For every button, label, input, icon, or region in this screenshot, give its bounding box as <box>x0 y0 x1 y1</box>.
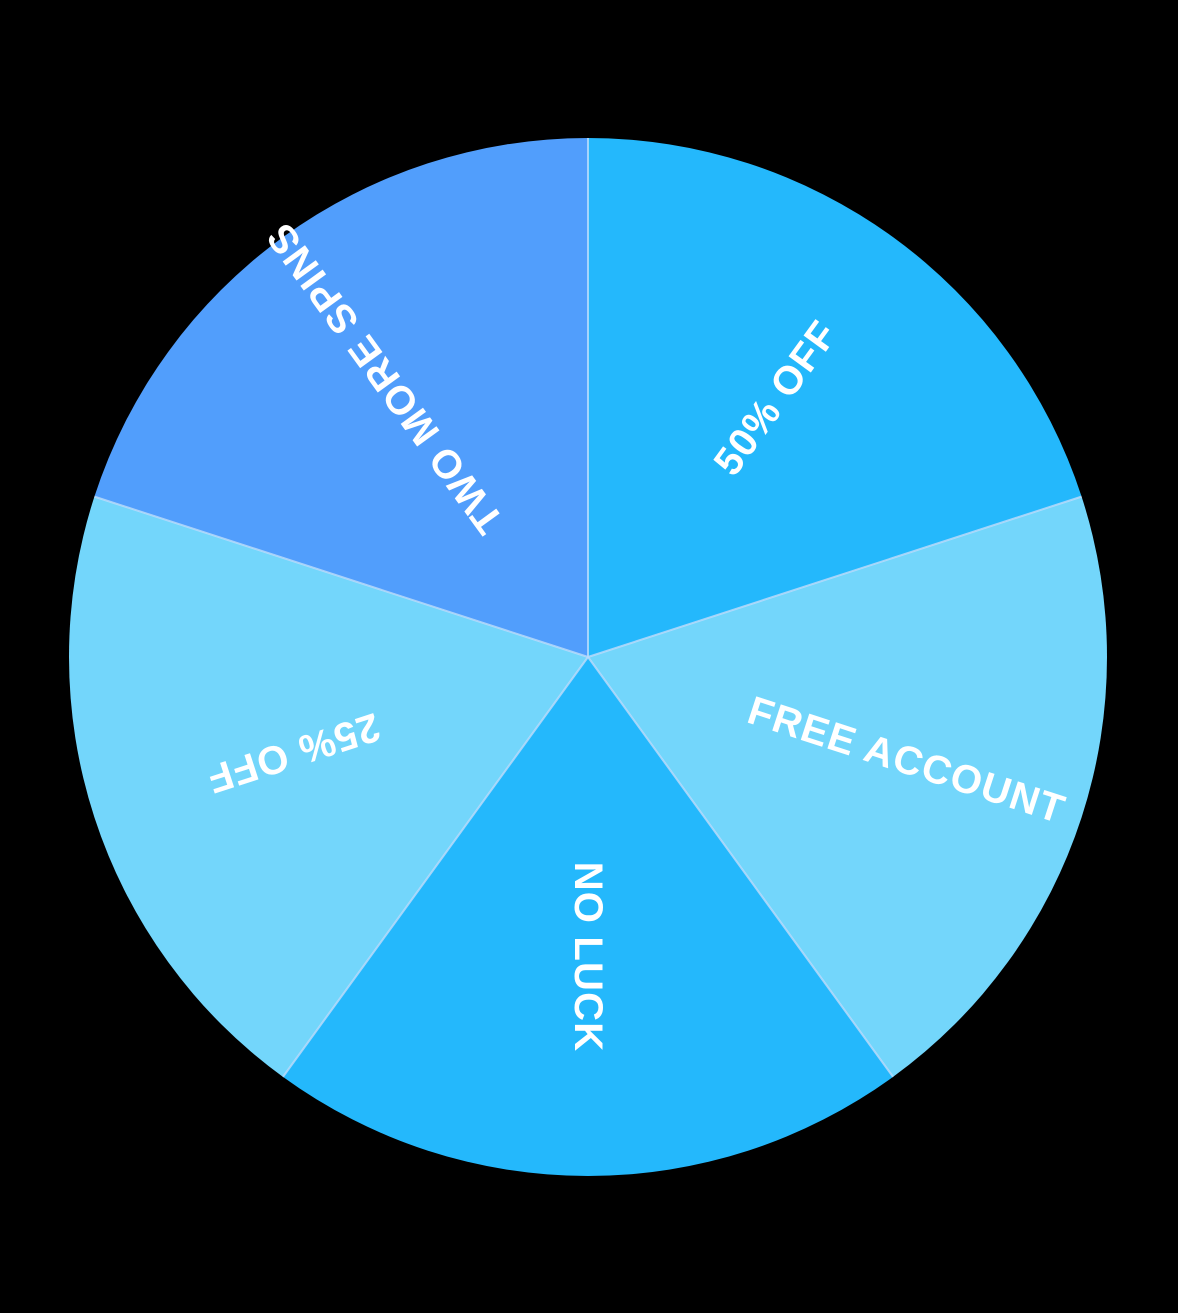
wheel-segments-group[interactable] <box>68 137 1108 1176</box>
wheel-segment[interactable] <box>94 137 589 657</box>
wheel-segment-divider <box>587 656 894 1078</box>
wheel-segment[interactable] <box>588 496 1108 1077</box>
wheel-segment-divider <box>587 495 1082 658</box>
wheel-segment[interactable] <box>588 138 1082 657</box>
wheel-segment[interactable] <box>68 496 588 1077</box>
wheel-segment-divider <box>94 495 589 658</box>
wheel-segment-divider <box>282 656 589 1078</box>
wheel-segment[interactable] <box>282 657 894 1176</box>
wheel-segment-label: NO LUCK <box>566 862 610 1053</box>
